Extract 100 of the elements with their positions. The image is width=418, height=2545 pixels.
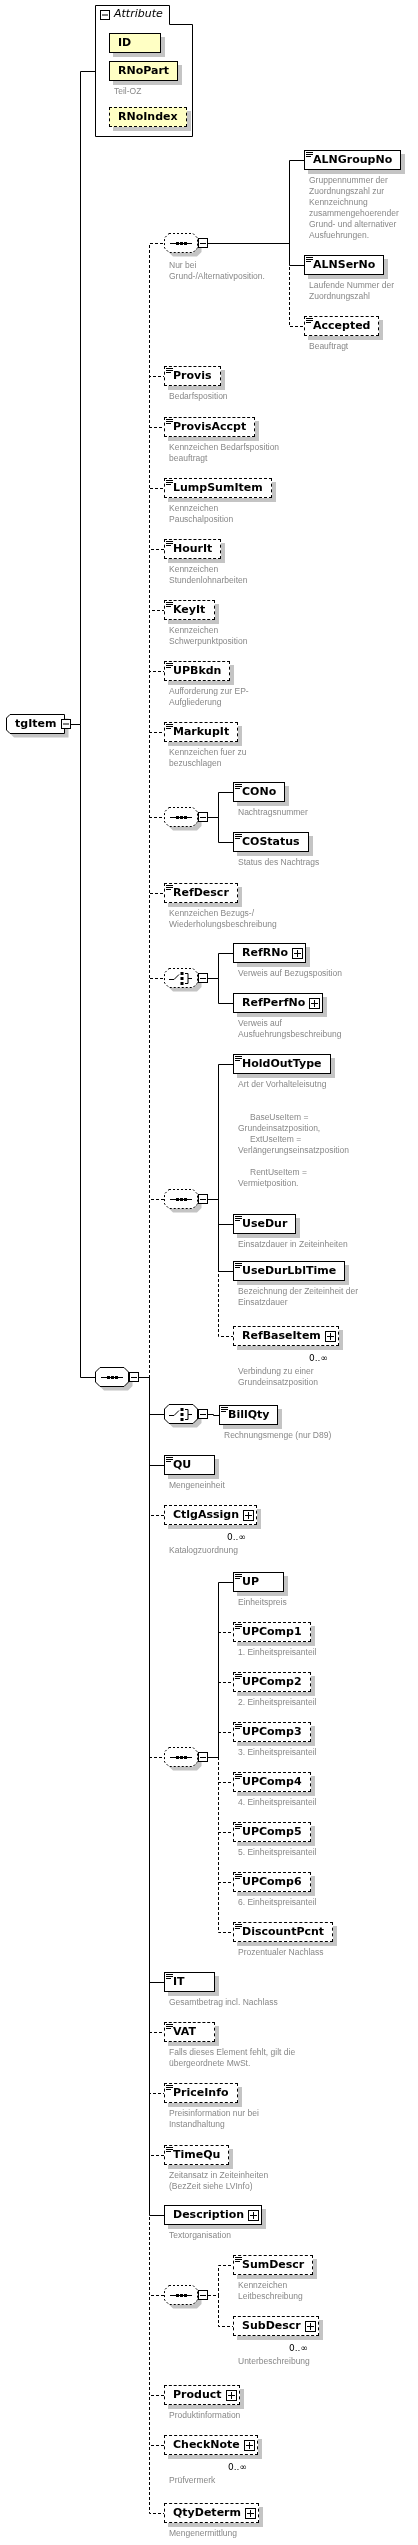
element-name: PriceInfo: [173, 2085, 229, 2101]
element-description: Falls dieses Element fehlt, gilt die übergeordnete MwSt.: [169, 2047, 296, 2069]
element-description: RentUseItem = Vermietposition.: [238, 1167, 308, 1189]
connector-line: [207, 1757, 234, 1933]
element-name: UPComp1: [242, 1624, 302, 1640]
connector-line: [207, 2295, 234, 2327]
element-description: Laufende Nummer der Zuordnungszahl: [309, 280, 396, 302]
element-name: Product: [173, 2387, 222, 2403]
element-description: 4. Einheitspreisanteil: [238, 1797, 318, 1808]
element-description: Kennzeichen Leitbeschreibung: [238, 2280, 304, 2302]
type-box: [6, 714, 71, 738]
element-name: Description: [173, 2207, 245, 2223]
element-description: Kennzeichen fuer zu bezuschlagen: [169, 747, 248, 769]
element-description: Kennzeichen Stundenlohnarbeiten: [169, 564, 249, 586]
element-name: IT: [173, 1974, 186, 1990]
attribute-name: ID: [118, 35, 133, 51]
element-name: UPComp5: [242, 1824, 302, 1840]
element-name: ProvisAccpt: [173, 419, 247, 435]
element-name: LumpSumItem: [173, 480, 263, 496]
element-name: COStatus: [242, 834, 300, 850]
sequence-compositor: [164, 2285, 208, 2309]
attribute-name: RNoIndex: [118, 109, 178, 125]
sequence-compositor: [164, 807, 208, 831]
element-description: Gruppennummer der Zuordnungszahl zur Kennzeichnung zusammengehoerender Grund- und alternativer Ausfuehrungen.: [309, 175, 400, 241]
element-description: 1. Einheitspreisanteil: [238, 1647, 318, 1658]
element-description: Textorganisation: [169, 2230, 232, 2241]
sequence-compositor: [164, 1189, 208, 1213]
element-description: Katalogzuordnung: [169, 1545, 239, 1556]
element-name: DiscountPcnt: [242, 1924, 325, 1940]
element-name: QU: [173, 1457, 193, 1473]
element-name: KeyIt: [173, 602, 206, 618]
element-name: UseDurLblTime: [242, 1263, 337, 1279]
connector-line: [207, 978, 234, 1004]
element-description: Mengeneinheit: [169, 1480, 226, 1491]
element-description: ExtUseItem = Verlängerungseinsatzposition: [238, 1134, 351, 1156]
element-name: UseDur: [242, 1216, 288, 1232]
element-name: CheckNote: [173, 2437, 240, 2453]
element-description: BaseUseItem = Grundeinsatzposition,: [238, 1112, 322, 1134]
element-description: Einsatzdauer in Zeiteinheiten: [238, 1239, 349, 1250]
element-description: Preisinformation nur bei Instandhaltung: [169, 2108, 260, 2130]
element-description: Verweis auf Bezugsposition: [238, 968, 343, 979]
element-description: Unterbeschreibung: [238, 2356, 311, 2367]
multiplicity-label: 0..∞: [228, 2462, 247, 2473]
element-name: RefDescr: [173, 885, 229, 901]
multiplicity-label: 0..∞: [289, 2343, 308, 2354]
element-description: Einheitspreis: [238, 1597, 288, 1608]
type-name: tgItem: [15, 716, 57, 732]
choice-compositor: [164, 968, 208, 992]
element-name: CtlgAssign: [173, 1507, 240, 1523]
element-description: Nachtragsnummer: [238, 807, 309, 818]
element-description: Kennzeichen Schwerpunktposition: [169, 625, 249, 647]
element-name: VAT: [173, 2024, 197, 2040]
element-name: HourIt: [173, 541, 213, 557]
element-name: HoldOutType: [242, 1056, 322, 1072]
element-description: Zeitansatz in Zeiteinheiten (BezZeit siehe LVInfo): [169, 2170, 270, 2192]
element-name: RefRNo: [242, 945, 288, 961]
element-name: UPComp4: [242, 1774, 302, 1790]
element-description: Kennzeichen Bedarfsposition beauftragt: [169, 442, 281, 464]
connector-line: [207, 243, 305, 327]
element-description: Nur bei Grund-/Alternativposition.: [169, 260, 266, 282]
element-name: UPComp2: [242, 1674, 302, 1690]
element-name: UPComp6: [242, 1874, 302, 1890]
connector-line: [207, 1414, 220, 1416]
element-description: 6. Einheitspreisanteil: [238, 1897, 318, 1908]
element-description: Bezeichnung der Zeiteinheit der Einsatzdauer: [238, 1286, 360, 1308]
element-name: TimeQu: [173, 2147, 221, 2163]
element-description: Kennzeichen Pauschalposition: [169, 503, 235, 525]
element-description: Gesamtbetrag incl. Nachlass: [169, 1997, 279, 2008]
element-description: Verbindung zu einer Grundeinsatzposition: [238, 1366, 319, 1388]
element-name: RefPerfNo: [242, 995, 306, 1011]
element-name: ALNSerNo: [313, 257, 376, 273]
element-description: Aufforderung zur EP-Aufgliederung: [169, 686, 250, 708]
element-name: ALNGroupNo: [313, 152, 393, 168]
element-description: Verweis auf Ausfuehrungsbeschreibung: [238, 1018, 343, 1040]
element-description: Prüfvermerk: [169, 2475, 217, 2486]
element-name: QtyDeterm: [173, 2505, 241, 2521]
attribute-name: RNoPart: [118, 63, 170, 79]
element-description: Status des Nachtrags: [238, 857, 321, 868]
connector-line: [207, 817, 234, 843]
sequence-compositor: [164, 1747, 208, 1771]
choice-compositor: [164, 1404, 208, 1428]
multiplicity-label: 0..∞: [227, 1532, 246, 1543]
sequence-compositor: [164, 233, 208, 257]
element-name: MarkupIt: [173, 724, 230, 740]
element-description: Rechnungsmenge (nur D89): [224, 1430, 333, 1441]
attribute-group-frame: [95, 5, 193, 137]
element-description: Art der Vorhalteleisutng: [238, 1079, 328, 1090]
element-description: 3. Einheitspreisanteil: [238, 1747, 318, 1758]
element-name: CONo: [242, 784, 277, 800]
element-name: SumDescr: [242, 2257, 305, 2273]
element-description: Beauftragt: [309, 341, 350, 352]
element-name: RefBaseItem: [242, 1328, 321, 1344]
group-heading: Attribute: [114, 7, 163, 21]
element-description: Mengenermittlung: [169, 2528, 239, 2539]
element-description: Prozentualer Nachlass: [238, 1947, 325, 1958]
multiplicity-label: 0..∞: [309, 1353, 328, 1364]
element-name: Provis: [173, 368, 212, 384]
element-description: Bedarfsposition: [169, 391, 229, 402]
element-description: 2. Einheitspreisanteil: [238, 1697, 318, 1708]
element-description: 5. Einheitspreisanteil: [238, 1847, 318, 1858]
